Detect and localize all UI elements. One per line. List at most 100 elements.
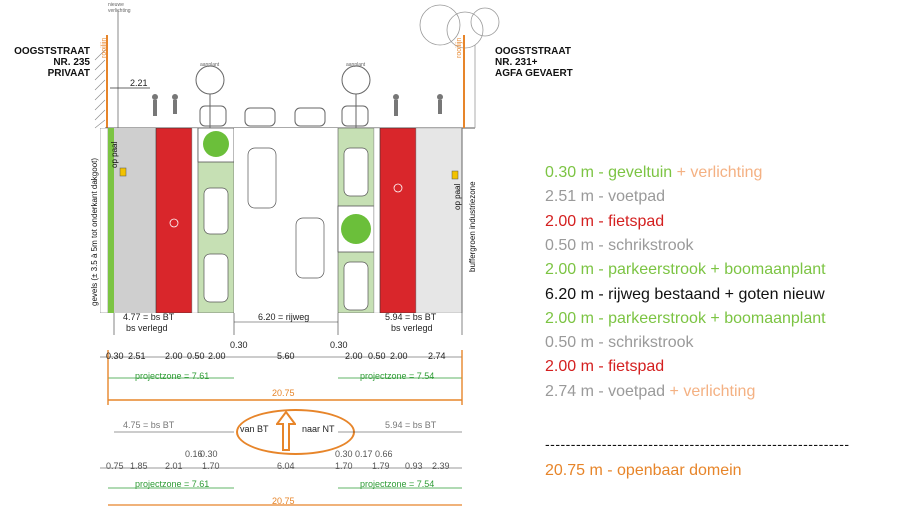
old-row-4: 6.04 <box>277 461 295 471</box>
sidewalk-left <box>114 128 156 313</box>
legend-row-main: 2.00 m - parkeerstrook <box>545 261 706 279</box>
old-row-8: 2.39 <box>432 461 450 471</box>
right-address-label: OOGSTSTRAAT NR. 231+ AGFA GEVAERT <box>495 46 573 79</box>
legend-row: 0.50 m - schrikstrook <box>545 237 693 255</box>
geveltuin-strip <box>108 128 114 313</box>
old-projectzone-right: projectzone = 7.54 <box>360 479 435 489</box>
left-facade-hatch <box>94 49 106 129</box>
top-note: nieuwe verlichting <box>108 2 131 14</box>
right-address-line3: AGFA GEVAERT <box>495 68 573 79</box>
new-row-top-b: 0.30 <box>330 340 348 350</box>
street-elevation <box>94 4 500 129</box>
new-left-bt: 4.77 = bs BT <box>123 312 175 322</box>
new-row-top-a: 0.30 <box>230 340 248 350</box>
street-plan <box>100 128 463 313</box>
legend-row: 0.50 m - schrikstrook <box>545 334 693 352</box>
old-projectzone-left: projectzone = 7.61 <box>135 479 210 489</box>
left-rooilijn-label: rooilijn <box>101 37 108 58</box>
facade-strip <box>100 128 109 313</box>
legend-divider: ----------------------------------------… <box>545 436 850 452</box>
op-paal-left: op paal <box>110 141 119 168</box>
direction-arrow <box>276 410 296 451</box>
arrow-from: van BT <box>240 424 269 434</box>
new-row-5: 5.60 <box>277 351 295 361</box>
schrik-left <box>191 128 199 313</box>
legend-row-main: 0.30 m - geveltuin <box>545 164 673 181</box>
legend-row: 2.51 m - voetpad <box>545 188 665 206</box>
legend-row-extra: + boomaanplant <box>705 261 826 279</box>
buffergroen-label: buffergroen industriezone <box>468 181 477 272</box>
legend-row: 2.00 m - fietspad <box>545 213 664 231</box>
new-row-1: 2.51 <box>128 351 146 361</box>
tree-silhouette-left <box>195 65 225 128</box>
legend-row: 2.00 m - parkeerstrook + boomaanplant <box>545 310 826 328</box>
legend-row-main: 0.50 m - schrikstrook <box>545 236 694 254</box>
legend-row: 6.20 m - rijweg bestaand + goten nieuw <box>545 286 825 304</box>
old-row-2: 2.01 <box>165 461 183 471</box>
big-tree-right <box>419 4 500 128</box>
old-right-bt: 5.94 = bs BT <box>385 420 437 430</box>
legend-row-main: 6.20 m - rijweg bestaand + goten nieuw <box>545 285 825 303</box>
new-row-3: 0.50 <box>187 351 205 361</box>
tree-crown-left <box>203 131 229 157</box>
new-row-0: 0.30 <box>106 351 124 361</box>
legend-row: 0.30 m - geveltuin + verlichting <box>545 164 762 182</box>
lamp-right <box>451 170 459 180</box>
old-row-0: 0.75 <box>106 461 124 471</box>
dim-221: 2.21 <box>130 78 148 88</box>
bikelane-right <box>379 128 417 313</box>
tree-silhouette-right <box>341 65 371 128</box>
old-left-bt: 4.75 = bs BT <box>123 420 175 430</box>
new-projectzone-right: projectzone = 7.54 <box>360 371 435 381</box>
bike-markings <box>169 183 403 228</box>
people-silhouettes <box>152 94 443 116</box>
legend-row-extra: + verlichting <box>672 164 763 181</box>
right-address-line2: NR. 231+ <box>495 57 538 68</box>
legend-row-extra: + verlichting <box>665 382 756 400</box>
legend-row-main: 0.50 m - schrikstrook <box>545 334 694 352</box>
new-row-4: 2.00 <box>208 351 226 361</box>
schrik-right <box>373 128 381 313</box>
new-projectzone-left: projectzone = 7.61 <box>135 371 210 381</box>
legend-row: 2.74 m - voetpad + verlichting <box>545 383 755 401</box>
aanplant-left: aanplant <box>200 62 220 68</box>
old-total: 20.75 <box>272 496 295 506</box>
legend-row-main: 2.00 m - fietspad <box>545 212 665 230</box>
left-address-label: OOGSTSTRAAT NR. 235 PRIVAAT <box>8 46 90 79</box>
old-upper-1: 0.30 <box>200 449 218 459</box>
op-paal-right: op paal <box>453 183 462 210</box>
car-silhouettes <box>199 105 369 127</box>
new-row-9: 2.74 <box>428 351 446 361</box>
old-row-7: 0.93 <box>405 461 423 471</box>
legend-row-main: 2.51 m - voetpad <box>545 188 666 206</box>
tree-crown-right <box>341 214 371 244</box>
new-dimension-lines <box>100 313 463 405</box>
new-right-verlegd: bs verlegd <box>391 323 433 333</box>
old-dimension-lines <box>100 431 462 506</box>
new-total: 20.75 <box>272 388 295 398</box>
legend-row: 2.00 m - parkeerstrook + boomaanplant <box>545 261 826 279</box>
lamp-left <box>119 167 127 177</box>
new-left-verlegd: bs verlegd <box>126 323 168 333</box>
new-right-bt: 5.94 = bs BT <box>385 312 437 322</box>
plan-cars <box>203 147 369 311</box>
legend-row-main: 2.74 m - voetpad <box>545 382 666 400</box>
arrow-to: naar NT <box>302 424 335 434</box>
bikelane-left <box>155 128 193 313</box>
old-upper-3: 0.17 <box>355 449 373 459</box>
legend-row-main: 2.00 m - fietspad <box>545 358 665 376</box>
new-row-8: 2.00 <box>390 351 408 361</box>
gevels-label: gevels (± 3.5 à 5m tot onderkant dakgoot… <box>90 157 99 306</box>
right-address-line1: OOGSTSTRAAT <box>495 46 571 57</box>
new-row-6: 2.00 <box>345 351 363 361</box>
left-address-line3: PRIVAAT <box>47 68 90 79</box>
legend-row: 2.00 m - fietspad <box>545 358 664 376</box>
left-address-line1: OOGSTSTRAAT <box>14 46 90 57</box>
new-rijweg: 6.20 = rijweg <box>258 312 310 322</box>
new-row-2: 2.00 <box>165 351 183 361</box>
aanplant-right: aanplant <box>346 62 366 68</box>
new-row-7: 0.50 <box>368 351 386 361</box>
right-rooilijn-label: rooilijn <box>456 37 463 58</box>
old-row-1: 1.85 <box>130 461 148 471</box>
left-address-line2: NR. 235 <box>53 57 90 68</box>
